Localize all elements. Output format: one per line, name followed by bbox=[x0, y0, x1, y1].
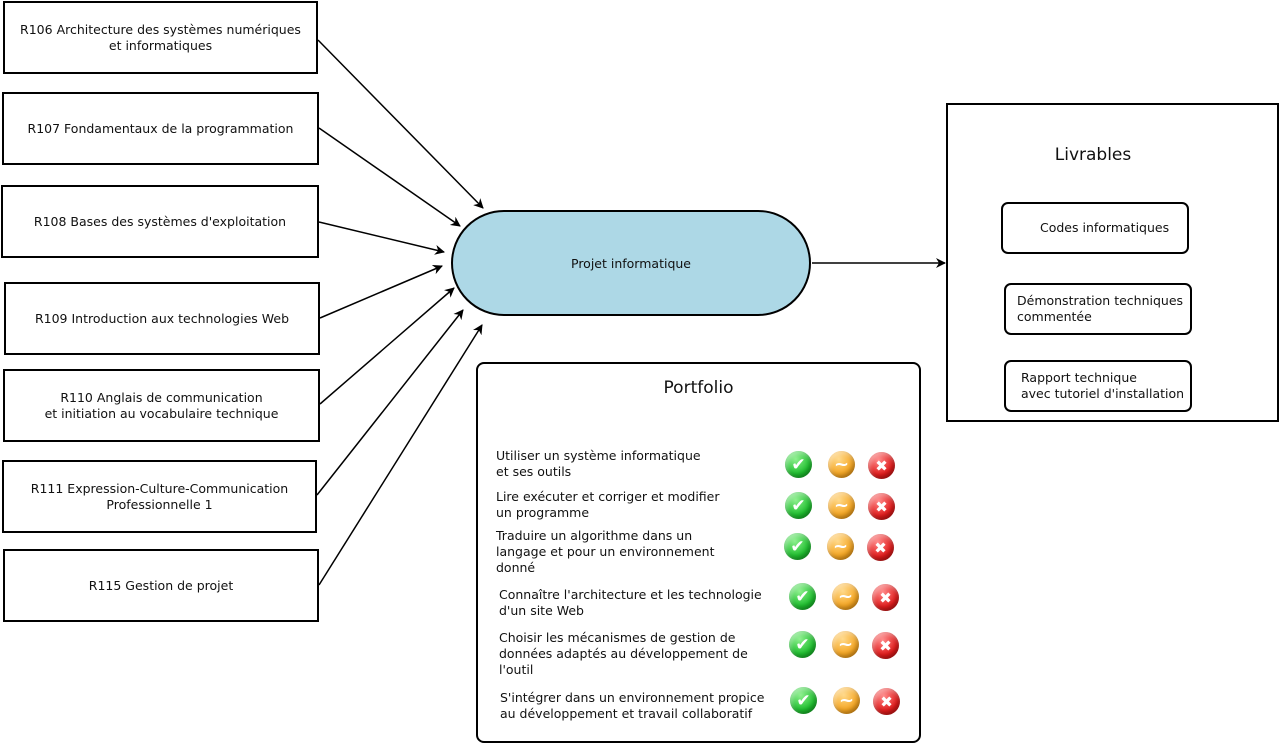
cross-icon[interactable]: ✖ bbox=[868, 493, 895, 520]
ressource-r111[interactable]: R111 Expression-Culture-Communication Pr… bbox=[2, 460, 317, 533]
tilde-icon[interactable]: ~ bbox=[828, 451, 855, 478]
arrow-r109 bbox=[319, 264, 443, 319]
cross-icon[interactable]: ✖ bbox=[873, 688, 900, 715]
check-icon[interactable]: ✔ bbox=[790, 687, 817, 714]
skill-label: Traduire un algorithme dans un langage e… bbox=[496, 528, 715, 575]
cross-icon[interactable]: ✖ bbox=[872, 632, 899, 659]
portfolio-panel: Portfolio Utiliser un système informatiq… bbox=[476, 362, 921, 743]
livrables-title: Livrables bbox=[1054, 145, 1132, 165]
ressource-r110[interactable]: R110 Anglais de communication et initiat… bbox=[3, 369, 320, 442]
arrow-r108 bbox=[318, 221, 445, 255]
ressource-r115[interactable]: R115 Gestion de projet bbox=[3, 549, 319, 622]
projet-label: Projet informatique bbox=[571, 255, 691, 271]
cross-icon[interactable]: ✖ bbox=[868, 452, 895, 479]
tilde-icon[interactable]: ~ bbox=[832, 631, 859, 658]
livrable-codes[interactable]: Codes informatiques bbox=[1001, 202, 1189, 254]
tilde-icon[interactable]: ~ bbox=[832, 583, 859, 610]
skill-label: Choisir les mécanismes de gestion de don… bbox=[499, 630, 748, 677]
arrow-r110 bbox=[319, 287, 455, 405]
ressource-r106[interactable]: R106 Architecture des systèmes numérique… bbox=[3, 1, 318, 74]
check-icon[interactable]: ✔ bbox=[785, 492, 812, 519]
tilde-icon[interactable]: ~ bbox=[827, 533, 854, 560]
skill-label: Lire exécuter et corriger et modifier un… bbox=[496, 489, 720, 520]
livrable-label: Démonstration techniques commentée bbox=[1017, 293, 1184, 324]
livrable-demonstration[interactable]: Démonstration techniques commentée bbox=[1004, 283, 1192, 335]
check-icon[interactable]: ✔ bbox=[784, 533, 811, 560]
portfolio-title: Portfolio bbox=[663, 378, 734, 398]
tilde-icon[interactable]: ~ bbox=[828, 492, 855, 519]
arrow-r106 bbox=[317, 39, 484, 209]
livrables-panel: Livrables Codes informatiques Démonstrat… bbox=[946, 103, 1279, 422]
skill-label: Connaître l'architecture et les technolo… bbox=[499, 587, 762, 618]
livrable-rapport[interactable]: Rapport technique avec tutoriel d'instal… bbox=[1004, 360, 1192, 412]
skill-label: S'intégrer dans un environnement propice… bbox=[500, 690, 765, 721]
check-icon[interactable]: ✔ bbox=[789, 583, 816, 610]
arrow-r107 bbox=[318, 127, 461, 227]
arrow-r111 bbox=[316, 309, 464, 496]
ressource-r109[interactable]: R109 Introduction aux technologies Web bbox=[4, 282, 320, 355]
projet-informatique-node[interactable]: Projet informatique bbox=[451, 210, 811, 316]
check-icon[interactable]: ✔ bbox=[785, 451, 812, 478]
cross-icon[interactable]: ✖ bbox=[872, 584, 899, 611]
ressource-r107[interactable]: R107 Fondamentaux de la programmation bbox=[2, 92, 319, 165]
skill-label: Utiliser un système informatique et ses … bbox=[496, 448, 701, 479]
check-icon[interactable]: ✔ bbox=[789, 631, 816, 658]
arrow-r115 bbox=[318, 324, 483, 586]
ressource-r108[interactable]: R108 Bases des systèmes d'exploitation bbox=[1, 185, 319, 258]
cross-icon[interactable]: ✖ bbox=[867, 534, 894, 561]
livrable-label: Rapport technique avec tutoriel d'instal… bbox=[1021, 370, 1185, 401]
livrable-label: Codes informatiques bbox=[1040, 220, 1170, 235]
tilde-icon[interactable]: ~ bbox=[833, 687, 860, 714]
